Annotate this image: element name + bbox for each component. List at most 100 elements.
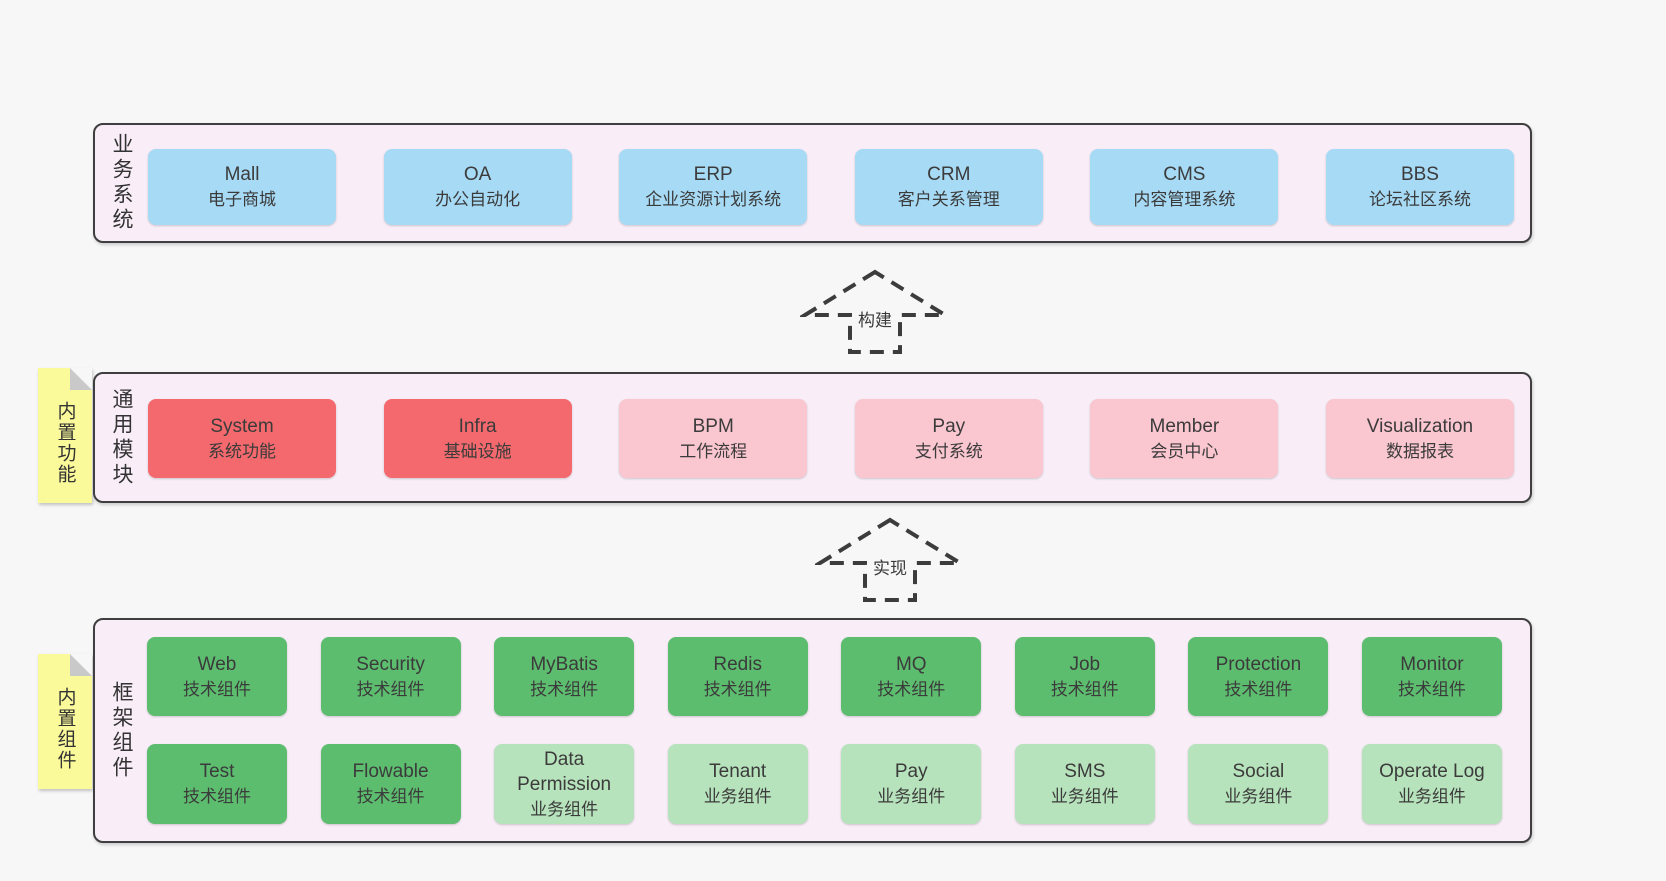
box-title: Pay (894, 761, 928, 782)
box-system: System 系统功能 (148, 399, 336, 478)
panel-business-systems: 业务系统 Mall 电子商城 OA 办公自动化 ERP 企业资源计划系统 CRM 客户关系管理… (93, 123, 1532, 243)
arrow-implement-label: 实现 (870, 552, 910, 580)
note-built-in-features: 内置功能 (38, 368, 92, 503)
box-subtitle: 基础设施 (443, 441, 512, 461)
box-subtitle: 技术组件 (1050, 679, 1119, 699)
box-title: Protection (1215, 653, 1302, 675)
arrow-build-label: 构建 (855, 304, 895, 332)
arrow-implement: 实现 (815, 516, 965, 604)
box-mybatis: MyBatis 技术组件 (494, 637, 635, 716)
section-label-modules: 通用模块 (110, 387, 133, 488)
box-job: Job 技术组件 (1014, 637, 1155, 716)
box-redis: Redis 技术组件 (667, 637, 808, 716)
box-title: System (210, 415, 274, 437)
box-subtitle: 企业资源计划系统 (645, 190, 782, 209)
section-label-framework: 框架组件 (110, 680, 133, 781)
box-subtitle: 技术组件 (703, 679, 772, 699)
arrow-build: 构建 (800, 268, 950, 356)
box-title: Social (1232, 761, 1285, 782)
box-title: Test (199, 761, 235, 782)
box-title: Tenant (709, 761, 767, 782)
box-mq: MQ 技术组件 (841, 637, 982, 716)
box-title: MyBatis (530, 653, 598, 675)
box-subtitle: 技术组件 (356, 787, 425, 806)
box-infra: Infra 基础设施 (383, 399, 572, 478)
box-erp: ERP 企业资源计划系统 (619, 149, 808, 225)
box-bpm: BPM 工作流程 (619, 399, 808, 478)
box-subtitle: 技术组件 (183, 787, 251, 806)
box-subtitle: 技术组件 (530, 679, 599, 699)
box-title: Pay (932, 415, 966, 437)
box-title: Job (1069, 653, 1101, 675)
box-title: CRM (927, 164, 971, 185)
box-tenant: Tenant 业务组件 (667, 744, 808, 824)
box-title: Visualization (1366, 415, 1474, 437)
box-sms: SMS 业务组件 (1014, 744, 1155, 824)
note-built-in-components: 内置组件 (38, 654, 92, 789)
box-subtitle: 业务组件 (1050, 787, 1119, 806)
box-title: Flowable (352, 761, 429, 782)
box-title: Member (1149, 415, 1220, 437)
box-title: ERP (693, 164, 733, 185)
note-built-in-features-label: 内置功能 (54, 400, 76, 485)
box-mall: Mall 电子商城 (148, 149, 336, 225)
box-subtitle: 办公自动化 (435, 190, 521, 209)
section-label-business: 业务系统 (110, 133, 133, 233)
note-built-in-components-label: 内置组件 (54, 686, 76, 771)
box-title: BPM (692, 415, 734, 437)
box-data-permission: Data Permission 业务组件 (494, 744, 635, 824)
dashed-up-arrow-icon (815, 517, 965, 602)
box-bbs: BBS 论坛社区系统 (1325, 149, 1514, 225)
dashed-up-arrow-icon (800, 269, 950, 354)
box-title: SMS (1064, 761, 1106, 782)
box-subtitle: 支付系统 (914, 441, 983, 461)
box-title: Web (197, 653, 237, 675)
box-title: Security (356, 653, 425, 675)
box-title: OA (463, 164, 492, 185)
box-oa: OA 办公自动化 (383, 149, 572, 225)
box-title: BBS (1400, 164, 1439, 185)
box-subtitle: 业务组件 (703, 787, 772, 806)
box-subtitle: 客户关系管理 (897, 190, 1000, 209)
box-pay: Pay 支付系统 (854, 399, 1043, 478)
box-subtitle: 技术组件 (356, 679, 425, 699)
box-subtitle: 技术组件 (1397, 679, 1466, 699)
box-subtitle: 技术组件 (183, 679, 251, 699)
box-subtitle: 数据报表 (1385, 441, 1454, 461)
box-test: Test 技术组件 (147, 744, 287, 824)
box-subtitle: 工作流程 (679, 441, 748, 461)
box-subtitle: 电子商城 (208, 190, 276, 209)
box-title: Mall (224, 164, 260, 185)
box-title: Monitor (1400, 653, 1464, 675)
box-title: Data Permission (517, 748, 612, 795)
box-title: MQ (895, 653, 927, 675)
box-title: CMS (1163, 164, 1206, 185)
box-title: Redis (713, 653, 762, 675)
box-subtitle: 业务组件 (530, 799, 599, 819)
panel-common-modules: 通用模块 System 系统功能 Infra 基础设施 BPM 工作流程 Pay 支付系统 Me… (93, 372, 1532, 503)
box-subtitle: 系统功能 (208, 441, 276, 461)
box-subtitle: 业务组件 (1224, 787, 1293, 806)
box-social: Social 业务组件 (1188, 744, 1329, 824)
box-title: Infra (458, 415, 497, 437)
box-subtitle: 技术组件 (1224, 679, 1293, 699)
box-web: Web 技术组件 (147, 637, 287, 716)
box-subtitle: 论坛社区系统 (1368, 190, 1471, 209)
box-flowable: Flowable 技术组件 (320, 744, 461, 824)
box-security: Security 技术组件 (320, 637, 461, 716)
box-subtitle: 业务组件 (1397, 787, 1466, 806)
box-protection: Protection 技术组件 (1188, 637, 1329, 716)
box-visualization: Visualization 数据报表 (1325, 399, 1514, 478)
box-subtitle: 技术组件 (877, 679, 946, 699)
box-crm: CRM 客户关系管理 (854, 149, 1043, 225)
